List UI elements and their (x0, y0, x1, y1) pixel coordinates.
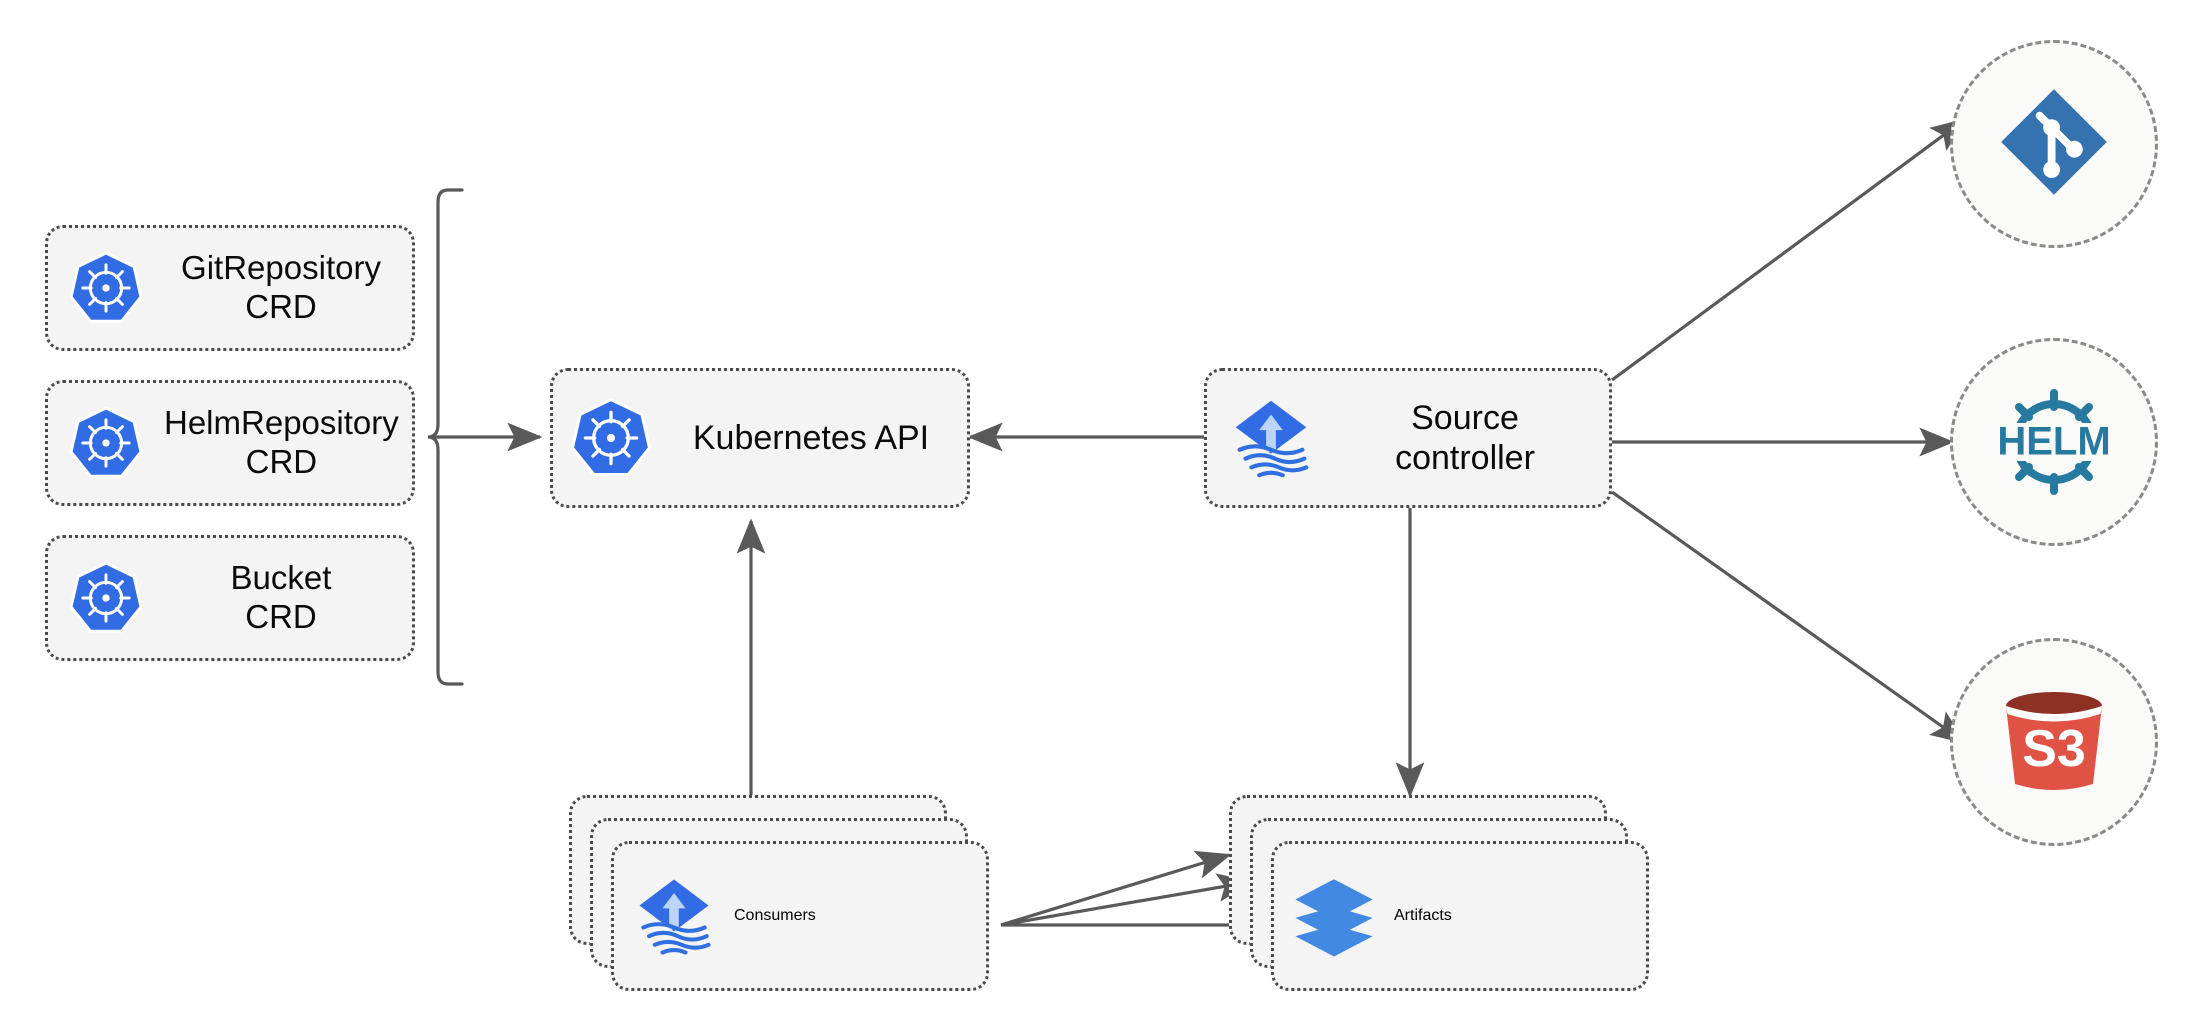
s3-bucket-icon: S3 (1991, 684, 2117, 800)
node-label-consumers: Consumers (734, 907, 816, 924)
git-icon (1994, 82, 2114, 207)
node-kubernetes-api[interactable]: Kubernetes API (550, 368, 970, 508)
edge-source-to-git (1611, 118, 1967, 382)
s3-wordmark: S3 (2022, 719, 2086, 778)
crd-group-bracket (427, 188, 464, 686)
artifacts-card-front[interactable]: Artifacts (1271, 841, 1649, 991)
kubernetes-icon (553, 396, 669, 480)
flux-icon (1207, 389, 1335, 487)
edge-consumers-to-artifacts-2 (1000, 873, 1253, 927)
kubernetes-icon (48, 405, 164, 481)
target-node-helm[interactable]: HELM (1950, 338, 2158, 546)
helm-icon: HELM (1979, 377, 2129, 507)
kubernetes-icon (48, 560, 164, 636)
layers-icon (1274, 870, 1394, 962)
node-artifacts[interactable]: Artifacts (1229, 795, 1649, 995)
edge-source-to-s3 (1611, 490, 1967, 744)
helm-wordmark: HELM (1997, 419, 2111, 464)
edge-consumers-to-artifacts-1 (1000, 850, 1232, 927)
target-node-s3[interactable]: S3 (1950, 638, 2158, 846)
target-node-git[interactable] (1950, 40, 2158, 248)
kubernetes-icon (48, 250, 164, 326)
consumers-card-front[interactable]: Consumers (611, 841, 989, 991)
node-label-kubernetes-api: Kubernetes API (692, 418, 930, 457)
node-consumers[interactable]: Consumers (569, 795, 989, 995)
node-label-artifacts: Artifacts (1394, 907, 1452, 924)
flux-icon (614, 868, 734, 964)
